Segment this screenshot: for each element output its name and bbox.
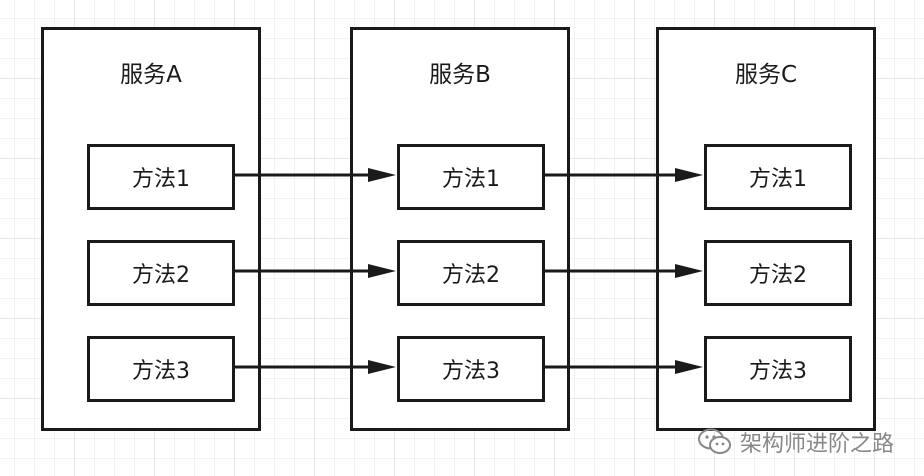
service-c-method-2: 方法2	[704, 240, 852, 306]
service-a-method-2: 方法2	[87, 240, 235, 306]
service-c-title: 服务C	[734, 62, 798, 88]
service-b-method-3: 方法3	[397, 336, 545, 402]
service-b-method-1: 方法1	[397, 144, 545, 210]
service-a-title: 服务A	[120, 62, 182, 88]
service-c-method-1: 方法1	[704, 144, 852, 210]
watermark: 架构师进阶之路	[697, 426, 894, 458]
arrowhead-c1	[675, 168, 703, 182]
service-c: 服务C 方法1 方法2 方法3	[656, 27, 876, 431]
arrowhead-b3	[368, 360, 396, 374]
service-b-title: 服务B	[429, 62, 491, 88]
arrowhead-c2	[675, 264, 703, 278]
wechat-icon	[697, 428, 731, 454]
arrowhead-c3	[675, 360, 703, 374]
service-b-method-2: 方法2	[397, 240, 545, 306]
service-a-method-3: 方法3	[87, 336, 235, 402]
service-a: 服务A 方法1 方法2 方法3	[41, 27, 261, 431]
service-a-method-1: 方法1	[87, 144, 235, 210]
arrowhead-b2	[368, 264, 396, 278]
service-b: 服务B 方法1 方法2 方法3	[350, 27, 570, 431]
arrowhead-b1	[368, 168, 396, 182]
watermark-text: 架构师进阶之路	[739, 432, 894, 457]
service-c-method-3: 方法3	[704, 336, 852, 402]
